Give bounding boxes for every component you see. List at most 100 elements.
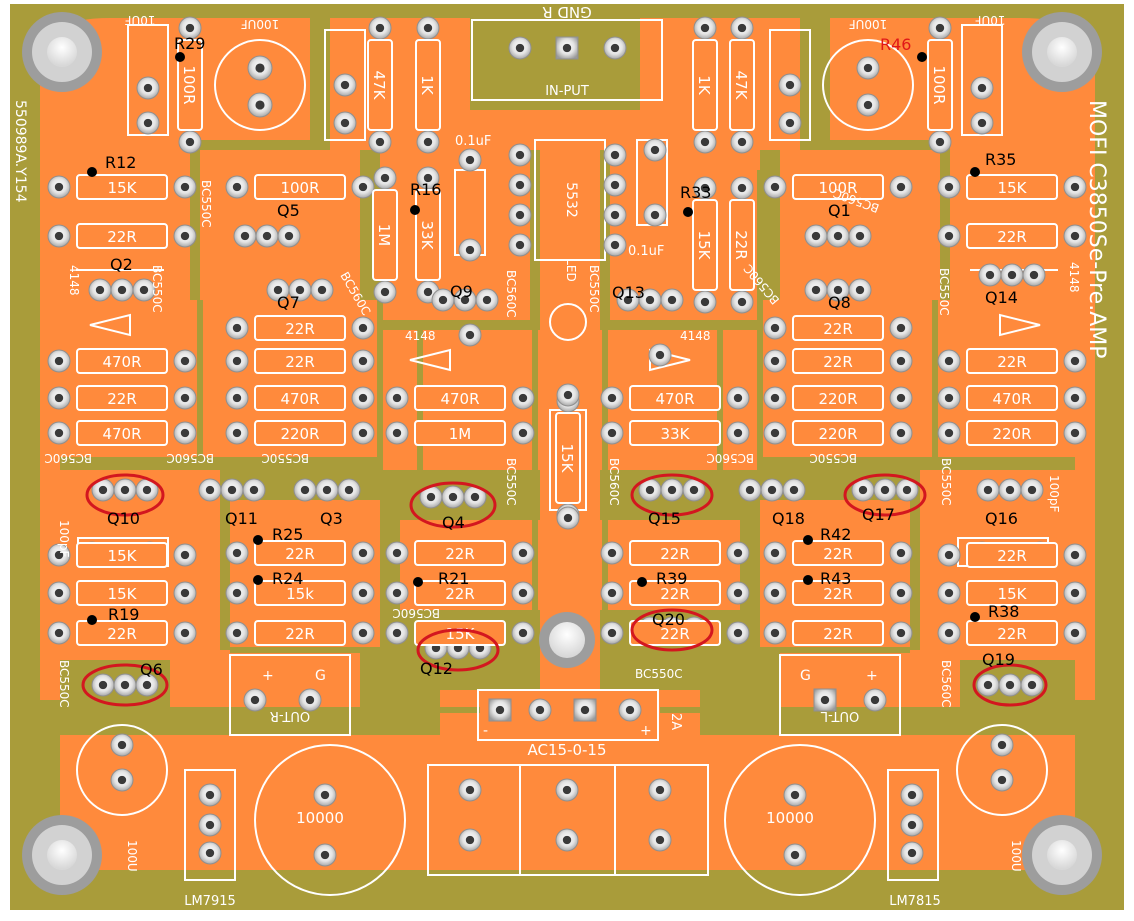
drill-hole [180,393,190,403]
drill-hole [733,548,743,558]
drill-hole [896,548,906,558]
drill-hole [896,323,906,333]
drill-hole [518,548,528,558]
drill-hole [737,137,747,147]
resistor-value: 22R [660,585,690,603]
resistor-body [415,189,441,281]
resistor-body [966,542,1058,568]
resistor-value: 15k [286,585,314,603]
drill-hole [515,43,525,53]
ic-label: 5532 [563,182,579,218]
cap-01-left: 0.1uF [455,134,491,149]
type-label: BC550C [261,451,309,465]
drill-hole [320,850,330,860]
resistor-body [629,385,721,411]
drill-hole [944,550,954,560]
resistor-r-220r-t: 220R [254,420,346,446]
resistor-value: 220R [818,425,857,443]
resistor-r-22r-h: 22R [254,348,346,374]
resistor-value: 22R [285,353,315,371]
resistor-r-220r-o: 220R [792,385,884,411]
reference-r12: R12 [105,153,136,172]
drill-hole [423,173,433,183]
cap-10uf-right: 10UF [974,13,1005,27]
resistor-r-15k-d: 15K [966,174,1058,200]
drill-hole [98,680,108,690]
cap-100pf-right: 100pF [1047,475,1061,513]
resistor-r-22r-1: 22R [254,620,346,646]
type-label: BC560C [392,606,440,620]
drill-hole [54,550,64,560]
reference-r24: R24 [272,569,303,588]
resistor-r-470r-p: 470R [966,385,1058,411]
resistor-value: 22R [107,625,137,643]
drill-hole [139,285,149,295]
reference-q18: Q18 [772,509,805,528]
drill-hole [977,83,987,93]
drill-hole [1070,393,1080,403]
drill-hole [790,790,800,800]
resistor-value: 15K [998,179,1028,197]
type-label: BC550C [939,458,953,506]
drill-hole [232,182,242,192]
drill-hole [650,145,660,155]
resistor-r-100r-c: 100R [792,174,884,200]
drill-hole [180,428,190,438]
resistor-value: 22R [997,228,1027,246]
drill-hole [820,695,830,705]
marker-dot [683,207,693,217]
resistor-r-15k-v3: 15K [555,412,581,504]
resistor-value: 100R [180,65,198,104]
resistor-value: 22R [660,625,690,643]
led-label: LED [564,258,578,282]
drill-hole [185,137,195,147]
resistor-body [76,580,168,606]
drill-hole [623,295,633,305]
resistor-body [414,540,506,566]
reference-r42: R42 [820,525,851,544]
drill-hole [262,231,272,241]
out-l-label: OUT-L [820,708,859,723]
resistor-r-22r-g: 22R [254,315,346,341]
marker-dot [803,535,813,545]
drill-hole [1070,231,1080,241]
resistor-body [76,174,168,200]
drill-hole [785,80,795,90]
resistor-r-470r-k: 470R [76,348,168,374]
drill-hole [785,118,795,128]
reference-r43: R43 [820,569,851,588]
resistor-body [76,348,168,374]
resistor-r-100r-tr: 100R [927,39,953,131]
resistor-body [254,385,346,411]
drill-hole [811,285,821,295]
resistor-value: 22R [445,545,475,563]
ac-plus: + [640,723,652,739]
resistor-r-15k-15: 15K [414,620,506,646]
resistor-body [415,39,441,131]
drill-hole [54,182,64,192]
resistor-body [414,385,506,411]
drill-hole [284,231,294,241]
drill-hole [944,628,954,638]
reference-q5: Q5 [277,201,300,220]
drill-hole [255,100,265,110]
resistor-r-15k-v1: 15K [692,199,718,291]
drill-hole [667,485,677,495]
drill-hole [465,835,475,845]
drill-hole [896,628,906,638]
drill-hole [863,63,873,73]
diode-label-3: 4148 [405,329,436,343]
drill-hole [645,295,655,305]
out-r-plus: + [262,668,274,684]
reg-left-label: LM7915 [184,894,236,909]
resistor-body [927,39,953,131]
resistor-r-22r-v2: 22R [729,199,755,291]
drill-hole [54,231,64,241]
drill-hole [255,63,265,73]
out-l-plus: + [866,668,878,684]
drill-hole [358,628,368,638]
reference-q1: Q1 [828,201,851,220]
type-label: BC550C [199,180,213,228]
drill-hole [185,23,195,33]
